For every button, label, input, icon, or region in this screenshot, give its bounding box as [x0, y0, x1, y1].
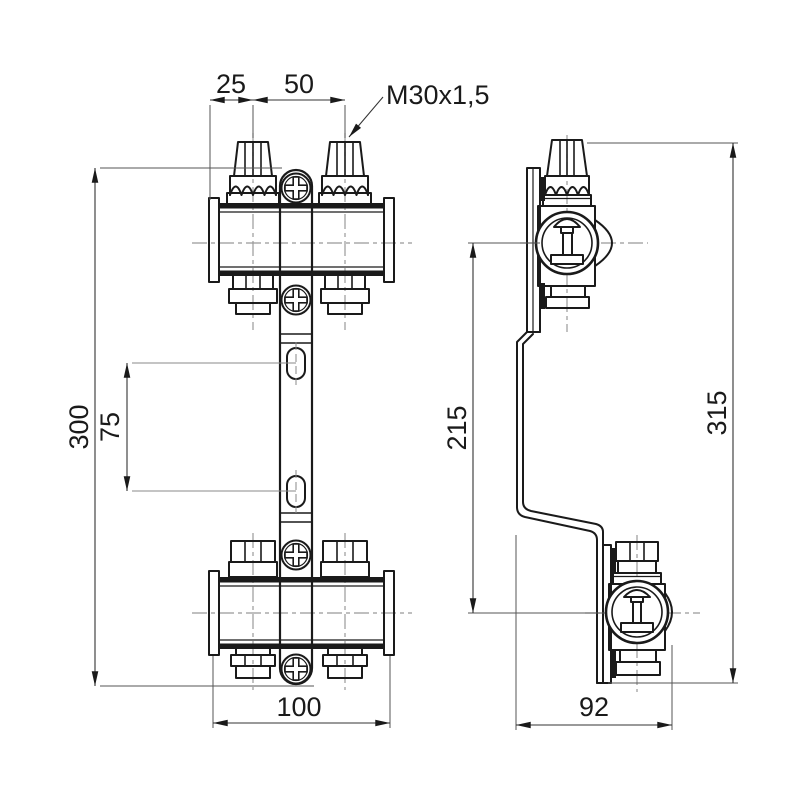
side-bottom-assembly	[604, 541, 673, 676]
phillips-screw-4	[280, 653, 312, 685]
dim-92-text: 92	[579, 692, 609, 722]
front-bottom-fitting-2	[322, 647, 368, 679]
dim-25-text: 25	[216, 69, 246, 99]
phillips-cross-icon	[284, 657, 308, 681]
valve-internals	[550, 218, 584, 265]
front-bottom-endcap-left	[208, 570, 220, 656]
phillips-screw-2	[280, 284, 312, 316]
front-bottom-tube	[208, 570, 395, 656]
front-bottom-fitting-1	[230, 647, 276, 679]
dim-50-text: 50	[284, 69, 314, 99]
dim-depth-92: 92	[515, 535, 673, 730]
front-top-endcap-left	[208, 197, 220, 283]
front-bottom-manifold	[208, 540, 395, 679]
dim-slot-spacing-75: 75	[95, 362, 296, 492]
phillips-screw-3	[280, 539, 312, 571]
side-top-valve-body	[534, 205, 613, 287]
side-view	[516, 139, 673, 684]
side-z-bracket	[516, 331, 616, 684]
leader-line	[348, 96, 384, 138]
phillips-cross-icon	[284, 288, 308, 312]
dim-spacing-50: 50	[253, 69, 346, 138]
front-view	[208, 141, 395, 686]
side-valve-cap	[542, 139, 592, 207]
phillips-cross-icon	[284, 176, 308, 200]
side-bottom-fitting	[615, 649, 661, 676]
valve-internals	[620, 589, 654, 633]
front-top-fitting-1	[228, 274, 278, 315]
side-top-fitting	[545, 285, 590, 309]
side-bottom-valve-body	[604, 579, 673, 651]
dim-axis-distance-215: 215	[442, 242, 605, 614]
front-top-manifold	[208, 141, 395, 315]
dimensions: 25 50 M30x1,5 300 75 100	[64, 69, 738, 730]
front-top-endcap-right	[383, 197, 395, 283]
label-thread-m30: M30x1,5	[348, 80, 490, 138]
dim-overall-height-315: 315	[587, 142, 738, 684]
front-bottom-endcap-right	[383, 570, 395, 656]
thermostatic-valve-cap-2	[318, 141, 372, 205]
front-top-tube	[208, 197, 395, 283]
thermostatic-valve-cap-1	[226, 141, 280, 205]
side-top-assembly	[526, 139, 613, 333]
dim-offset-25: 25	[209, 69, 254, 200]
thread-label-text: M30x1,5	[386, 80, 490, 110]
mounting-bracket	[278, 168, 314, 686]
valve-seat-bulge	[664, 592, 673, 632]
dim-315-text: 315	[702, 390, 732, 435]
phillips-screw-1	[280, 172, 312, 204]
dim-300-text: 300	[64, 404, 94, 449]
dim-75-text: 75	[95, 412, 125, 442]
front-top-fitting-2	[320, 274, 370, 315]
bracket-tab	[540, 177, 545, 201]
bracket-tab	[540, 283, 545, 309]
phillips-cross-icon	[284, 543, 308, 567]
valve-seat-bulge	[594, 219, 613, 267]
dim-height-300: 300	[64, 167, 314, 687]
dim-width-100: 100	[212, 656, 391, 728]
bracket-tab	[611, 651, 616, 678]
dim-100-text: 100	[276, 692, 321, 722]
bracket-outline	[278, 168, 314, 686]
bracket-tab	[611, 548, 616, 573]
dim-215-text: 215	[442, 405, 472, 450]
